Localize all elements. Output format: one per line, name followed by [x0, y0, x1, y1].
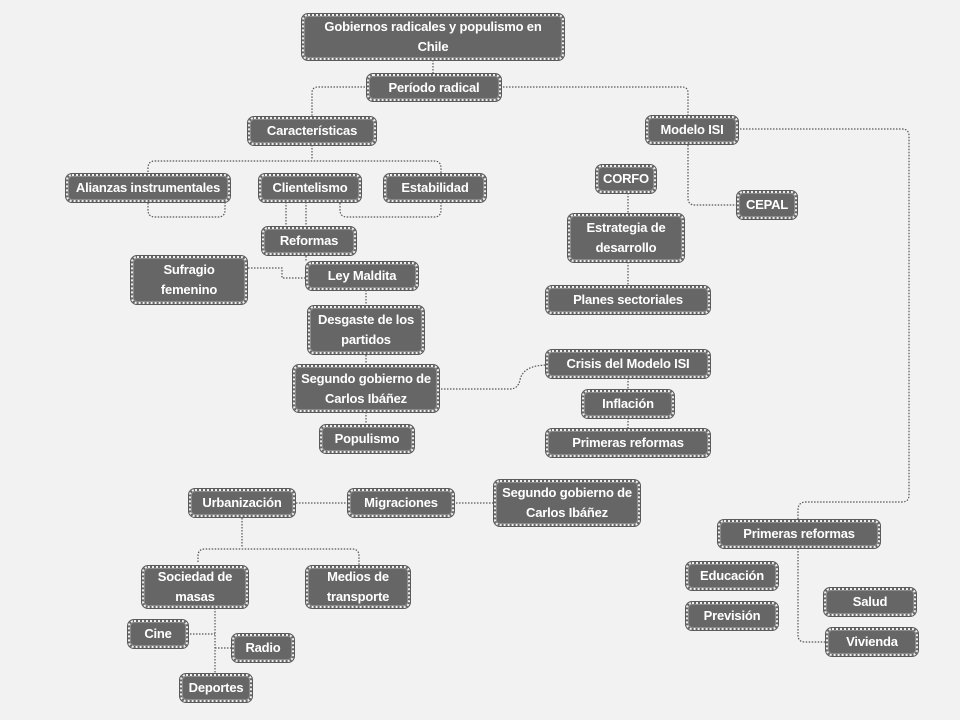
node-primeras-reformas-1: Primeras reformas: [545, 428, 711, 458]
node-desgaste-partidos: Desgaste de los partidos: [307, 305, 425, 355]
node-estabilidad: Estabilidad: [383, 173, 487, 203]
node-prevision: Previsión: [685, 601, 779, 631]
node-clientelismo: Clientelismo: [258, 173, 362, 203]
node-deportes: Deportes: [179, 673, 253, 703]
node-estrategia-desarrollo: Estrategia de desarrollo: [567, 213, 685, 263]
node-primeras-reformas-2: Primeras reformas: [717, 519, 881, 549]
node-medios-de-transporte: Medios de transporte: [305, 565, 411, 609]
node-urbanizacion: Urbanización: [188, 488, 296, 518]
node-radio: Radio: [231, 633, 295, 663]
node-corfo: CORFO: [595, 164, 657, 194]
node-cine: Cine: [127, 619, 189, 649]
node-caracteristicas: Características: [247, 116, 377, 146]
node-migraciones: Migraciones: [347, 488, 455, 518]
node-crisis-modelo-isi: Crisis del Modelo ISI: [545, 349, 711, 379]
node-periodo-radical: Período radical: [366, 73, 502, 102]
node-salud: Salud: [823, 587, 917, 617]
node-segundo-gobierno-ibanez-2: Segundo gobierno de Carlos Ibáñez: [493, 479, 641, 527]
node-ley-maldita: Ley Maldita: [305, 261, 419, 291]
node-inflacion: Inflación: [581, 389, 675, 419]
node-vivienda: Vivienda: [825, 627, 919, 657]
node-segundo-gobierno-ibanez-1: Segundo gobierno de Carlos Ibáñez: [292, 364, 440, 413]
node-alianzas-instrumentales: Alianzas instrumentales: [65, 173, 231, 203]
node-cepal: CEPAL: [736, 190, 798, 220]
node-educacion: Educación: [685, 561, 779, 591]
node-modelo-isi: Modelo ISI: [645, 115, 739, 145]
node-planes-sectoriales: Planes sectoriales: [545, 285, 711, 315]
node-title: Gobiernos radicales y populismo en Chile: [301, 13, 565, 61]
node-populismo: Populismo: [319, 424, 415, 454]
node-reformas: Reformas: [261, 226, 357, 256]
node-sufragio-femenino: Sufragio femenino: [130, 255, 248, 305]
node-sociedad-de-masas: Sociedad de masas: [141, 565, 249, 609]
